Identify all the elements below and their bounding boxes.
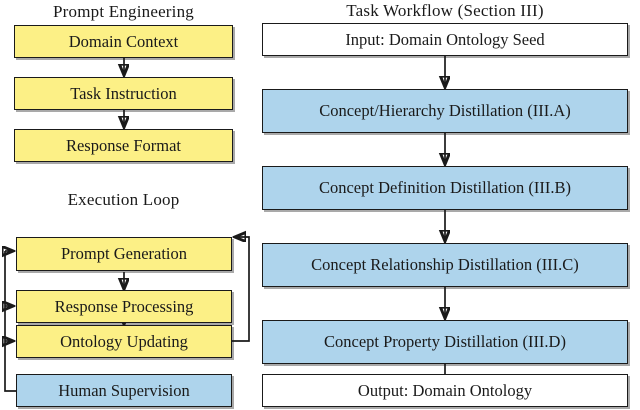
node-domain-context[interactable]: Domain Context bbox=[14, 25, 233, 58]
node-label: Concept Definition Distillation (III.B) bbox=[318, 178, 572, 197]
node-label: Task Instruction bbox=[70, 83, 177, 103]
node-label: Concept Property Distillation (III.D) bbox=[324, 332, 566, 351]
node-label: Output: Domain Ontology bbox=[357, 380, 533, 400]
node-label: Concept Relationship Distillation (III.C… bbox=[311, 255, 579, 274]
feedback-bus-supervision bbox=[4, 251, 16, 392]
node-label: Concept/Hierarchy Distillation (III.A) bbox=[319, 101, 571, 120]
node-concept-hierarchy-distillation[interactable]: Concept/Hierarchy Distillation (III.A) bbox=[262, 89, 628, 133]
node-prompt-generation[interactable]: Prompt Generation bbox=[16, 237, 232, 271]
node-label: Input: Domain Ontology Seed bbox=[345, 29, 545, 49]
loop-ontology-to-prompt-generation bbox=[232, 237, 250, 342]
node-label: Response Processing bbox=[54, 296, 194, 316]
node-ontology-updating[interactable]: Ontology Updating bbox=[16, 325, 232, 358]
node-task-instruction[interactable]: Task Instruction bbox=[14, 77, 233, 110]
node-human-supervision[interactable]: Human Supervision bbox=[16, 374, 232, 407]
node-label: Response Format bbox=[65, 135, 182, 155]
section-title-task-workflow: Task Workflow (Section III) bbox=[346, 1, 544, 20]
node-label: Prompt Generation bbox=[60, 244, 187, 263]
node-label: Human Supervision bbox=[58, 380, 190, 400]
node-concept-property-distillation[interactable]: Concept Property Distillation (III.D) bbox=[262, 320, 628, 364]
node-label: Domain Context bbox=[68, 31, 179, 51]
node-label: Ontology Updating bbox=[60, 331, 188, 351]
node-concept-relationship-distillation[interactable]: Concept Relationship Distillation (III.C… bbox=[262, 243, 628, 287]
node-concept-definition-distillation[interactable]: Concept Definition Distillation (III.B) bbox=[262, 166, 628, 210]
section-title-prompt-engineering: Prompt Engineering bbox=[53, 2, 194, 21]
node-input-domain-ontology-seed[interactable]: Input: Domain Ontology Seed bbox=[262, 23, 628, 56]
section-title-execution-loop: Execution Loop bbox=[67, 190, 180, 209]
node-output-domain-ontology[interactable]: Output: Domain Ontology bbox=[262, 374, 628, 407]
node-response-format[interactable]: Response Format bbox=[14, 129, 233, 162]
node-response-processing[interactable]: Response Processing bbox=[16, 290, 232, 323]
